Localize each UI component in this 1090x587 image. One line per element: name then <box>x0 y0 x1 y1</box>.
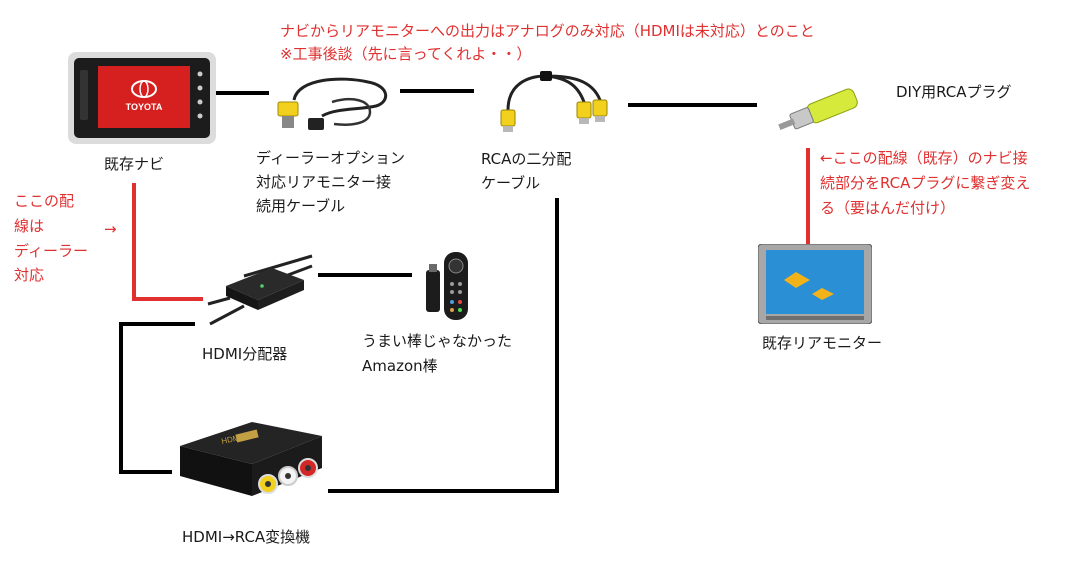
wire-splitter-to-converter <box>328 198 559 493</box>
hdmi-splitter-icon <box>207 254 313 326</box>
note-left-arrow: → <box>104 220 117 238</box>
label-dealer-cable-2: 対応リアモニター接 <box>256 173 392 191</box>
note-left-line3: ディーラー <box>14 242 88 260</box>
note-right-line3: る（要はんだ付け） <box>820 199 956 217</box>
wire-hdmi-splitter-to-converter <box>119 322 195 474</box>
rear-monitor-icon <box>758 244 872 324</box>
label-dealer-cable-1: ディーラーオプション <box>256 149 405 167</box>
label-hdmi-splitter: HDMI分配器 <box>202 345 288 363</box>
label-stick-2: Amazon棒 <box>362 357 438 375</box>
rca-y-splitter-icon <box>500 71 608 132</box>
rca-plug-icon <box>778 88 858 131</box>
note-left-line2: 線は <box>14 217 45 235</box>
label-stick-1: うまい棒じゃなかった <box>362 332 513 350</box>
label-converter: HDMI→RCA変換機 <box>182 528 311 546</box>
note-top-line2: ※工事後談（先に言ってくれよ・・） <box>280 45 532 63</box>
wire-navi-to-hdmi-splitter-red <box>132 183 203 301</box>
hdmi-to-rca-converter-icon: HDMI2AV <box>180 422 322 496</box>
fire-tv-stick-remote-icon <box>426 252 468 320</box>
label-diy-plug: DIY用RCAプラグ <box>896 83 1012 101</box>
note-right-line2: 続部分をRCAプラグに繋ぎ変え <box>820 174 1031 192</box>
note-left-line1: ここの配 <box>14 192 75 210</box>
label-rca-split-1: RCAの二分配 <box>481 150 572 168</box>
label-rca-split-2: ケーブル <box>481 174 541 192</box>
navi-brand-text: TOYOTA <box>126 102 163 112</box>
label-navi: 既存ナビ <box>104 155 165 173</box>
label-monitor: 既存リアモニター <box>762 334 883 352</box>
note-top-line1: ナビからリアモニターへの出力はアナログのみ対応（HDMIは未対応）とのこと <box>280 22 815 40</box>
rca-cable-coil-icon <box>277 77 387 130</box>
note-left-line4: 対応 <box>14 266 45 284</box>
car-navigation-unit-icon: TOYOTA <box>68 52 216 144</box>
label-dealer-cable-3: 続用ケーブル <box>256 197 346 215</box>
note-right-line1: ←ここの配線（既存）のナビ接 <box>820 149 1028 167</box>
